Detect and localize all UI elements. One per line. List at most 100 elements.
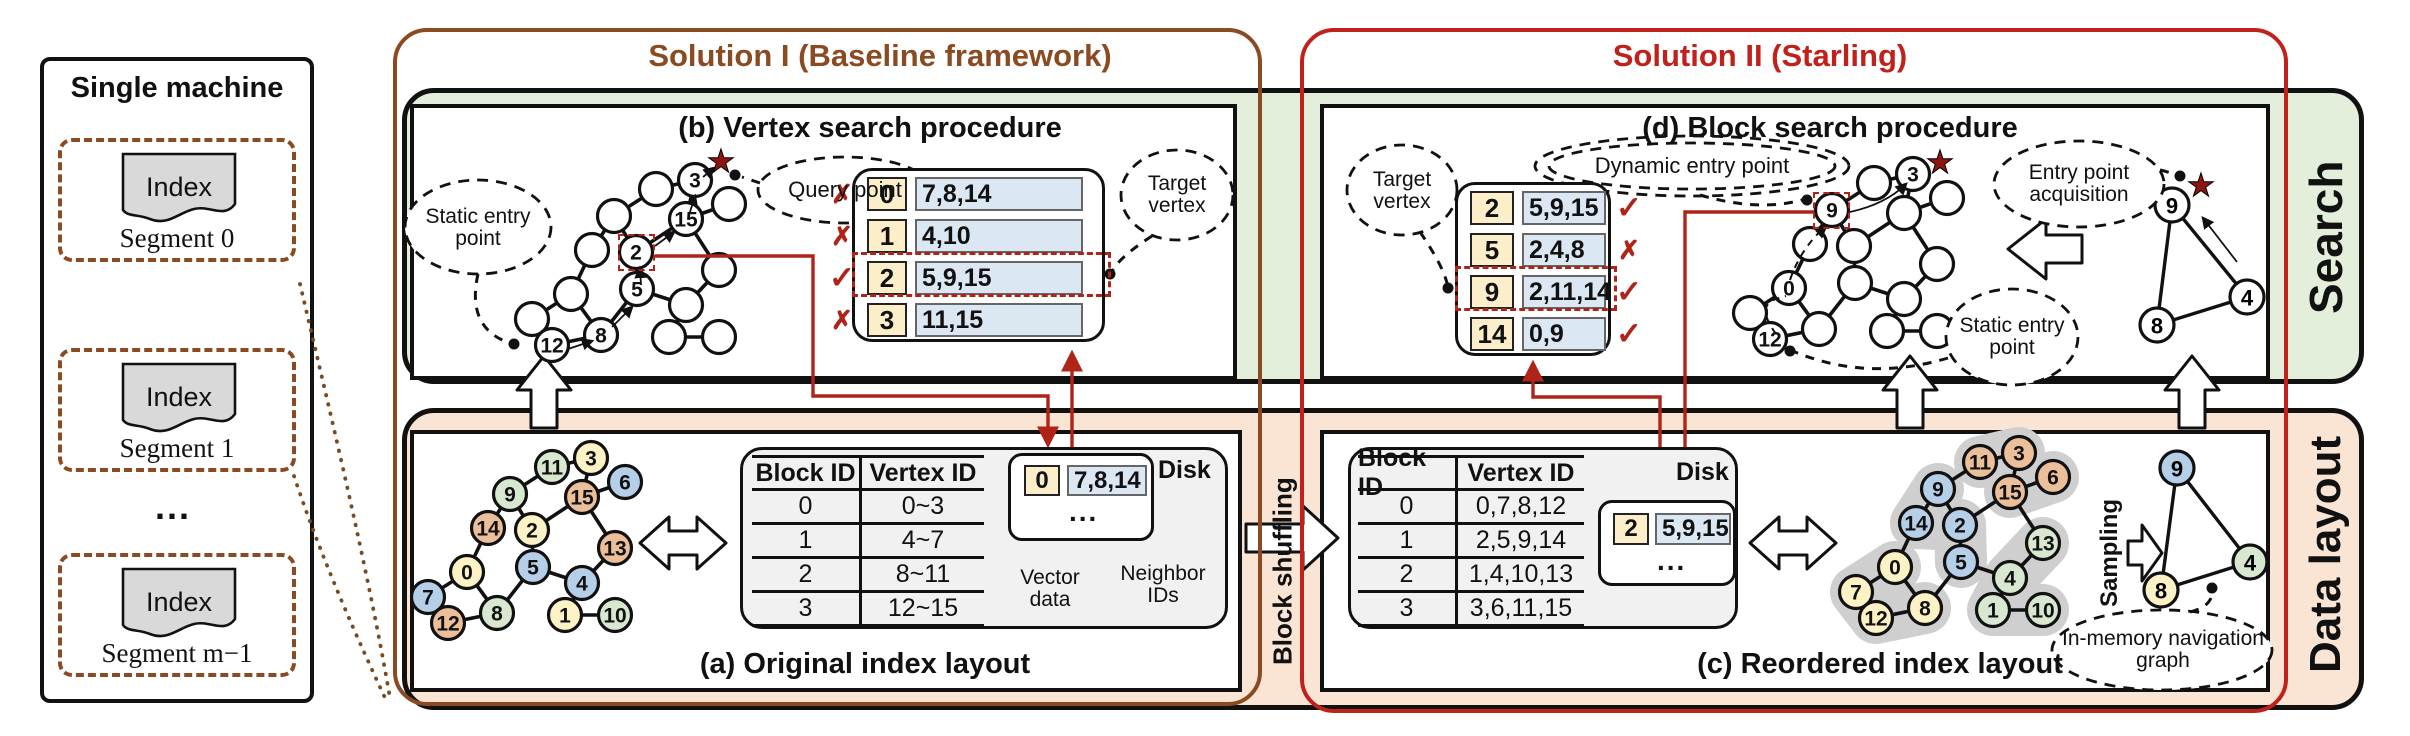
graph-node (710, 185, 748, 223)
tab-search-label: Search (2300, 160, 2352, 314)
graph-node (596, 596, 634, 634)
nav-graph-memory: 984 (2142, 449, 2269, 609)
document-shape (121, 152, 237, 223)
graph-node-label: 15 (1998, 482, 2022, 505)
graph-node-label: 0 (1783, 278, 1795, 301)
up-arrow-d-graph (1881, 354, 1939, 430)
graph-node (1906, 589, 1944, 627)
point-dot (729, 169, 741, 181)
graph-node-label: 12 (1864, 608, 1887, 631)
graph-node-label: 3 (585, 448, 597, 471)
traversal-arrow (685, 193, 699, 213)
graph-node (552, 275, 590, 313)
graph-node (2024, 524, 2062, 562)
graph-node (563, 564, 601, 602)
nav-node-label: 4 (2241, 286, 2254, 311)
nav-node (2228, 278, 2266, 316)
graph-node-label: 8 (491, 603, 503, 626)
graph-node-label: 3 (689, 170, 701, 193)
graph-node (2000, 434, 2038, 472)
graph-node-label: 8 (595, 325, 607, 348)
block-id-cell: 0 (867, 177, 907, 211)
graph-node (563, 478, 601, 516)
table-row: 1 4~7 (752, 525, 984, 559)
point-dot (1784, 345, 1796, 357)
graph-node-label: 15 (570, 487, 594, 510)
segment-icon-label: Index (145, 382, 213, 412)
ellipse-entry-acquisition (1992, 139, 2166, 229)
check-mark: ✓ (1616, 190, 1642, 225)
layout-equiv-arrow-c (1748, 515, 1838, 571)
graph-node (595, 197, 633, 235)
tail-entry-acquisition (2159, 168, 2177, 178)
disk-block-a-id: 0 (1024, 465, 1060, 496)
graph-node (596, 529, 634, 567)
table-cell: 1 (752, 525, 862, 556)
graph-node (514, 548, 552, 586)
tail-in-memory (2189, 590, 2214, 614)
graph-node (448, 553, 486, 591)
up-arrow-d-nav (2163, 354, 2221, 430)
callout-query-point: Query point (788, 177, 902, 203)
segment-icon-label: Index (145, 172, 213, 202)
graph-node (1942, 543, 1980, 581)
check-mark: ✓ (829, 260, 855, 295)
cross-mark: ✗ (1618, 234, 1640, 265)
tail-static-entry-b (473, 273, 511, 345)
highlighted-block-row (1455, 266, 1617, 311)
traversal-arrow (611, 305, 634, 328)
graph-node-label: 12 (436, 613, 459, 636)
nav-node (2231, 543, 2269, 581)
graph-node-label: 9 (504, 484, 516, 507)
table-cell: 0 (752, 491, 862, 522)
disk-block-c: 2 5,9,15 ... (1598, 500, 1736, 586)
graph-node (667, 286, 705, 324)
panel-a-caption: (a) Original index layout (699, 648, 1031, 680)
panel-d-title: (d) Block search procedure (1642, 112, 2018, 144)
table-cell: 4~7 (901, 526, 945, 554)
graph-node-label: 12 (1758, 329, 1781, 352)
graph-node-label: 0 (461, 562, 473, 585)
sampling-label: Sampling (2096, 499, 2123, 608)
graph-node-label: 5 (1955, 552, 1967, 575)
graph-node (1991, 559, 2029, 597)
dynamic-hop-path (1764, 226, 1826, 335)
block-id-cell: 2 (1470, 191, 1514, 225)
neighbor-list-cell: 2,4,8 (1522, 233, 1606, 267)
graph-node-label: 0 (1889, 557, 1901, 580)
graph-node-label: 14 (1904, 513, 1928, 536)
graph-node-label: 6 (2047, 467, 2059, 490)
disk-block-c-more: ... (1657, 545, 1687, 576)
table-cell: 3,6,11,15 (1469, 594, 1573, 622)
graph-node (429, 604, 467, 642)
callout-in-memory-graph: In-memory navigation graph (2062, 626, 2264, 672)
document-shape (121, 567, 237, 638)
graph-node-label: 5 (527, 557, 539, 580)
graph-node (1897, 504, 1935, 542)
graph-node-label: 10 (2031, 600, 2054, 623)
graph-node (1857, 599, 1895, 637)
neighbor-list-cell: 7,8,14 (915, 177, 1083, 211)
disk-label-c: Disk (1676, 458, 1729, 486)
segments-ellipsis: ... (155, 486, 192, 527)
segment-label: Segment 0 (119, 223, 235, 253)
layout-equiv-arrow-a (638, 515, 728, 571)
graph-node-label: 3 (1907, 164, 1919, 187)
graph-node (491, 475, 529, 513)
graph-node-label: 8 (1919, 598, 1931, 621)
graph-node-label: 1 (1987, 600, 1999, 623)
graph-node-label: 6 (619, 472, 631, 495)
graph-node (1876, 548, 1914, 586)
graph-node (513, 300, 551, 338)
